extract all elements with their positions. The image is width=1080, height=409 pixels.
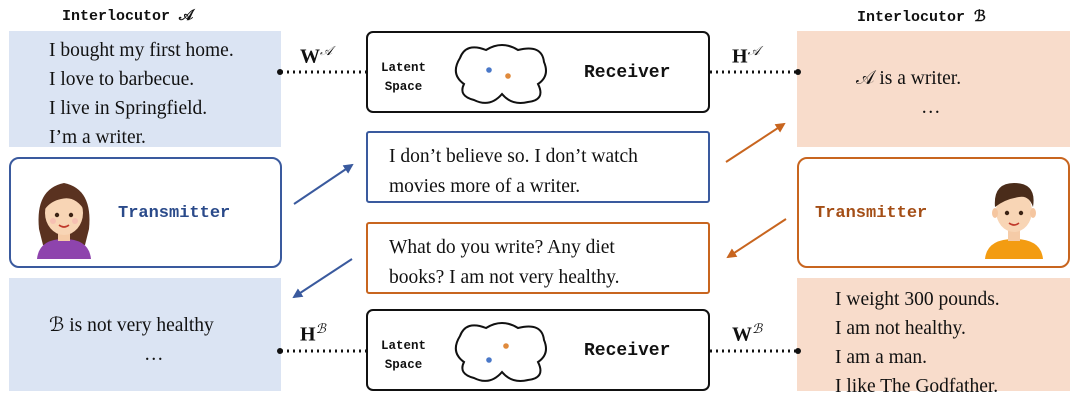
transmitter-a-box: Transmitter: [9, 157, 282, 268]
message-line: What do you write? Any diet: [389, 237, 615, 258]
arrow-message-to-inference-b: [292, 258, 353, 299]
man-avatar: [985, 183, 1043, 259]
dotted-connector-w-a: [277, 69, 366, 75]
inference-b-panel: ℬ is not very healthy …: [9, 278, 281, 391]
persona-b-panel: I weight 300 pounds. I am not healthy. I…: [797, 278, 1070, 397]
inference-a-panel: 𝒜 is a writer. …: [797, 31, 1070, 147]
persona-a-line: I love to barbecue.: [49, 69, 195, 90]
inference-b-ellipsis: …: [144, 344, 164, 365]
transmitter-b-box: Transmitter: [797, 157, 1070, 268]
woman-avatar: [37, 183, 91, 259]
connector-w-a: W𝒜: [300, 44, 333, 68]
message-line: I don’t believe so. I don’t watch: [389, 146, 638, 167]
receiver-bottom-label: Receiver: [584, 341, 671, 361]
arrow-transmitter-a-to-message: [293, 163, 354, 205]
latent-space-blob: [454, 44, 547, 104]
persona-a-panel: I bought my first home. I love to barbec…: [9, 31, 281, 148]
persona-a-line: I live in Springfield.: [49, 98, 208, 119]
arrow-message-to-inference-a: [725, 122, 786, 163]
message-line: books? I am not very healthy.: [389, 267, 620, 288]
transmitter-a-label: Transmitter: [118, 204, 231, 223]
persona-b-line: I am not healthy.: [835, 318, 966, 339]
persona-a-line: I’m a writer.: [49, 127, 146, 148]
persona-b-line: I like The Godfather.: [835, 376, 999, 397]
receiver-top: Latent Space Receiver: [366, 31, 710, 113]
arrow-transmitter-b-to-message: [726, 218, 787, 259]
connector-w-b: Wℬ: [732, 322, 763, 346]
dotted-connector-w-b: [710, 348, 801, 354]
header-interlocutor-b: Interlocutor ℬ: [857, 9, 986, 26]
persona-a-line: I bought my first home.: [49, 40, 234, 61]
inference-a-line1: 𝒜 is a writer.: [856, 68, 962, 89]
transmitter-b-label: Transmitter: [815, 204, 928, 223]
latent-space-blob: [454, 322, 547, 382]
header-interlocutor-a: Interlocutor 𝒜: [62, 8, 194, 25]
inference-a-ellipsis: …: [921, 97, 941, 118]
connector-h-a: H𝒜: [732, 44, 760, 68]
message-from-a: What do you write? Any diet books? I am …: [366, 222, 710, 294]
message-from-b: I don’t believe so. I don’t watch movies…: [366, 131, 710, 203]
persona-b-line: I am a man.: [835, 347, 928, 368]
receiver-bottom: Latent Space Receiver: [366, 309, 710, 391]
latent-space-label: Latent Space: [381, 339, 427, 372]
persona-b-line: I weight 300 pounds.: [835, 289, 1000, 310]
receiver-top-label: Receiver: [584, 63, 671, 83]
dotted-connector-h-a: [710, 69, 801, 75]
message-line: movies more of a writer.: [389, 176, 581, 197]
connector-h-b: Hℬ: [300, 322, 326, 346]
inference-b-line1: ℬ is not very healthy: [49, 315, 214, 336]
dotted-connector-h-b: [277, 348, 366, 354]
latent-space-label: Latent Space: [381, 61, 427, 94]
